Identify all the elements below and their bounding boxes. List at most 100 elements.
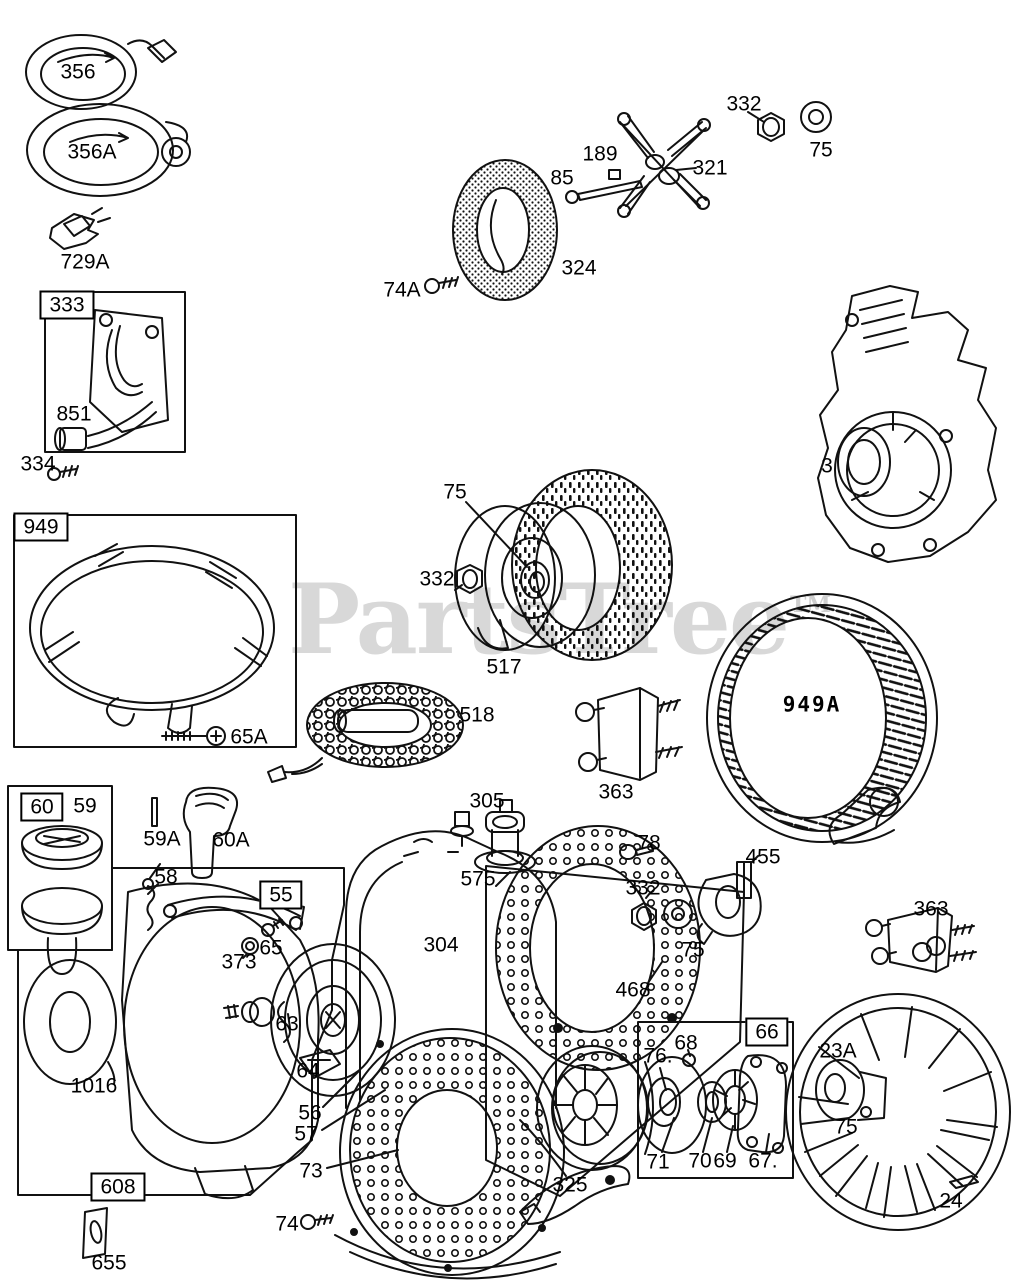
part-label-321: 321: [692, 156, 728, 180]
part-drawing-starter-363-left: [575, 687, 683, 781]
part-label-851: 851: [56, 402, 92, 426]
part-drawing-pulley-box-60-59: [7, 785, 113, 975]
part-label-73: 73: [299, 1159, 323, 1183]
part-label-332: 332: [726, 92, 762, 116]
part-drawing-flywheel-screen-517: [454, 469, 673, 661]
part-label-57: 57: [294, 1122, 318, 1146]
part-label-74a: 74A: [383, 278, 421, 302]
part-label-608: 608: [90, 1172, 146, 1202]
part-drawing-washer-75-top: [800, 101, 832, 133]
part-drawing-ring-1016: [23, 959, 117, 1085]
part-drawing-key-24: [949, 1175, 979, 1189]
part-drawing-washer-75-center: [663, 899, 693, 929]
part-label-363: 363: [598, 780, 634, 804]
part-label-655: 655: [91, 1251, 127, 1275]
part-drawing-nut-332-center: [631, 892, 657, 931]
part-label-75: 75: [834, 1115, 858, 1139]
part-label-71: 71: [646, 1150, 670, 1174]
part-label-324: 324: [561, 256, 597, 280]
part-drawing-screw-334: [47, 465, 79, 481]
part-label-64: 64: [296, 1059, 320, 1083]
part-label-70: 70: [688, 1149, 712, 1173]
part-drawing-governor-321: [617, 112, 711, 218]
part-drawing-clutch-box-66: [637, 1021, 794, 1179]
part-label-356a: 356A: [67, 140, 117, 164]
part-drawing-nut-189: [608, 169, 621, 180]
part-drawing-bolt-74: [300, 1214, 334, 1230]
part-label-66: 66: [745, 1017, 789, 1047]
part-drawing-bolt-65: [261, 918, 284, 937]
part-label-59: 59: [73, 794, 97, 818]
part-label-334: 334: [20, 452, 56, 476]
part-label-63: 63: [275, 1012, 299, 1036]
part-label-363: 363: [913, 897, 949, 921]
part-label-75: 75: [681, 938, 705, 962]
part-drawing-screen-468: [495, 825, 701, 1071]
part-label-78: 78: [637, 831, 661, 855]
part-label-60: 60: [20, 792, 64, 822]
part-label-76: 76.: [643, 1044, 673, 1068]
part-drawing-bolt-78: [619, 844, 654, 860]
part-drawing-pawl-64: [299, 1049, 341, 1079]
part-label-60a: 60A: [212, 828, 250, 852]
part-drawing-recoil-housing-73: [334, 1028, 565, 1280]
part-drawing-spring-63: [223, 997, 291, 1043]
part-label-517: 517: [486, 655, 522, 679]
part-drawing-clip-655: [82, 1207, 108, 1259]
part-label-59a: 59A: [143, 827, 181, 851]
part-drawing-guard-ring-949a: [706, 593, 938, 845]
part-label-575: 575: [460, 867, 496, 891]
part-label-729a: 729A: [60, 250, 110, 274]
part-drawing-nut-332-top: [747, 111, 785, 142]
part-drawing-clip-729a: [49, 207, 111, 250]
part-drawing-wire-guard-949: [13, 514, 297, 748]
part-drawing-rope-518: [267, 682, 464, 783]
part-drawing-screen-324: [452, 159, 558, 301]
part-drawing-nut-373: [241, 937, 259, 959]
part-drawing-wire-356: [25, 34, 177, 110]
part-label-74: 74: [275, 1212, 299, 1236]
part-drawing-grommet-575: [474, 799, 536, 887]
part-drawing-flywheel-23a: [785, 993, 1011, 1231]
part-label-518: 518: [459, 703, 495, 727]
part-label-23a: 23A: [819, 1039, 857, 1063]
part-drawing-pin-59a: [151, 797, 158, 827]
part-drawing-bracket-55: [163, 895, 305, 931]
part-drawing-wire-356a: [26, 103, 191, 197]
part-label-332: 332: [625, 876, 661, 900]
part-label-85: 85: [550, 166, 574, 190]
part-drawing-crankcase-3: [817, 285, 997, 563]
part-label-1016: 1016: [70, 1074, 118, 1098]
part-label-65a: 65A: [230, 725, 268, 749]
part-label-333: 333: [39, 290, 95, 320]
part-label-356: 356: [60, 60, 96, 84]
part-label-305: 305: [469, 789, 505, 813]
part-label-455: 455: [745, 845, 781, 869]
part-label-75: 75: [443, 480, 467, 504]
part-drawing-grip-60a: [182, 786, 238, 879]
part-label-468: 468: [615, 978, 651, 1002]
part-label-24: 24: [939, 1189, 963, 1213]
part-label-65: 65: [259, 936, 283, 960]
part-label-55: 55: [259, 880, 303, 910]
part-label-56: 56: [298, 1101, 322, 1125]
part-label-332: 332: [419, 567, 455, 591]
part-drawing-breather-455: [696, 855, 762, 945]
part-label-75: 75: [809, 138, 833, 162]
part-label-949: 949: [13, 512, 69, 542]
part-drawing-starter-363-right: [865, 907, 977, 973]
part-drawing-armature-333: [44, 291, 186, 453]
part-drawing-bolt-305: [447, 811, 474, 853]
part-label-949a: 949A: [782, 692, 842, 717]
part-drawing-starter-housing-region: [17, 867, 345, 1200]
part-label-325: 325: [552, 1173, 588, 1197]
part-label-69: 69: [713, 1149, 737, 1173]
part-label-189: 189: [582, 142, 618, 166]
part-label-58: 58: [154, 865, 178, 889]
part-drawing-bolt-85: [565, 180, 643, 204]
part-drawing-bracket-bottom: [519, 1165, 631, 1225]
part-label-304: 304: [423, 933, 459, 957]
